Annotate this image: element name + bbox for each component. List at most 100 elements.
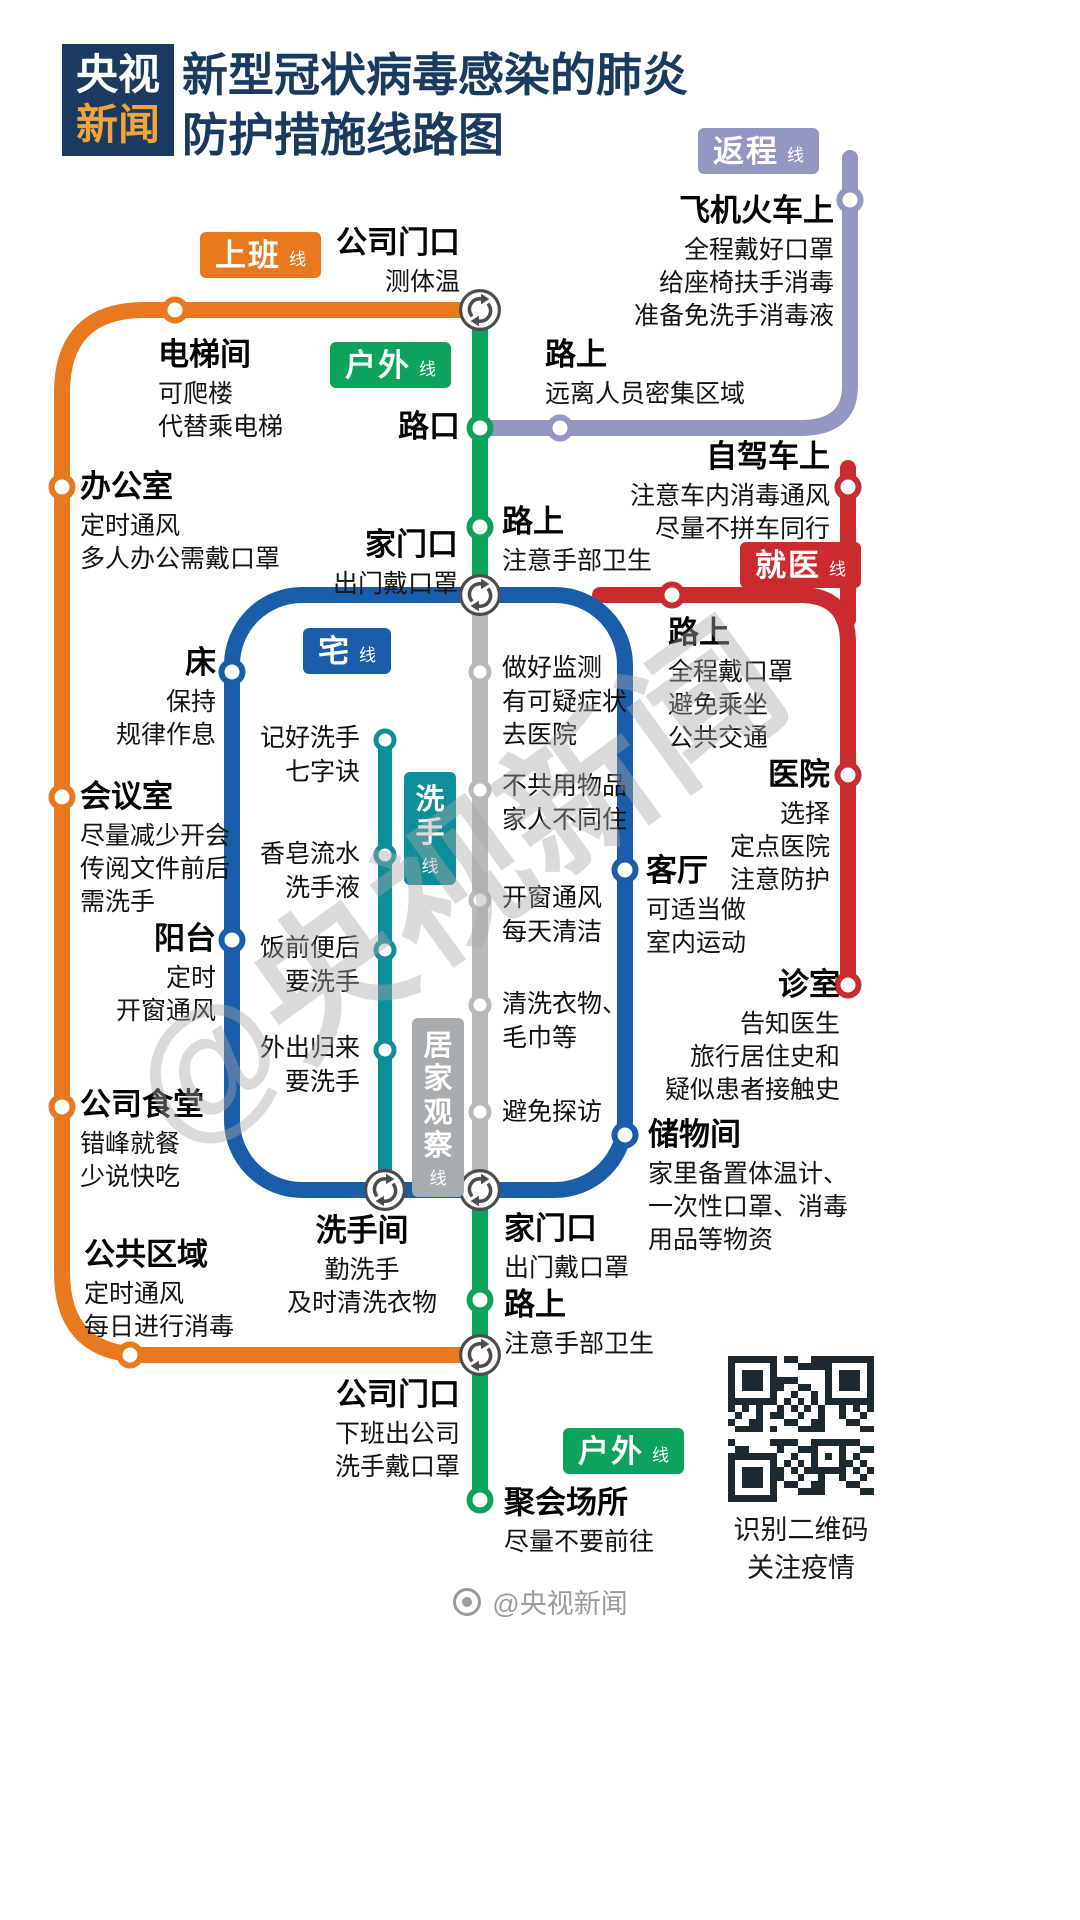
station-name: 办公室 (80, 469, 173, 504)
badge-line-jiuyi: 就医 线 (740, 542, 861, 588)
station-label-lushang-fancheng: 路上 远离人员密集区域 (545, 336, 745, 411)
qr-code (728, 1356, 874, 1502)
station-label-shitang: 公司食堂 错峰就餐 少说快吃 (80, 1086, 204, 1194)
station-sub: 出门戴口罩 (504, 1253, 630, 1282)
station-name: 公司门口 (336, 1377, 460, 1412)
station-label-xishou-3: 饭前便后 要洗手 (260, 932, 360, 999)
station-dot-lushang-fancheng (546, 414, 574, 442)
cctv-news-logo: 央视 新闻 (62, 44, 174, 156)
station-name: 医院 (768, 757, 830, 792)
station-sub: 可爬楼 代替乘电梯 (158, 379, 284, 441)
station-dot-yangtai (218, 926, 246, 954)
station-text: 香皂流水 洗手液 (259, 840, 360, 902)
station-name: 家门口 (504, 1211, 597, 1246)
station-dot-xishou-1 (373, 728, 397, 752)
station-label-zhenshi: 诊室 告知医生 旅行居住史和 疑似患者接触史 (665, 966, 840, 1108)
station-sub: 选择 定点医院 注意防护 (729, 799, 830, 895)
station-dot-yiyuan (834, 761, 862, 789)
station-label-xishou-4: 外出归来 要洗手 (260, 1032, 360, 1099)
badge-label: 返程 (713, 133, 779, 169)
badge-line-zhai: 宅 线 (303, 628, 391, 674)
station-sub: 尽量减少开会 传阅文件前后 需洗手 (80, 821, 231, 917)
station-label-guancha-3: 开窗通风 每天清洁 (502, 882, 602, 949)
station-text: 做好监测 有可疑症状 去医院 (502, 654, 628, 749)
badge-suffix: 线 (652, 1446, 669, 1465)
badge-label: 居家观察 (423, 1030, 453, 1163)
badge-suffix: 线 (787, 146, 804, 165)
station-label-guancha-5: 避免探访 (502, 1096, 602, 1130)
station-label-lushang-jiuyi: 路上 全程戴口罩 避免乘坐 公共交通 (668, 614, 793, 756)
station-name: 聚会场所 (504, 1485, 628, 1520)
station-label-bangongshi: 办公室 定时通风 多人办公需戴口罩 (80, 468, 280, 576)
station-dot-chuang (218, 658, 246, 686)
station-text: 外出归来 要洗手 (259, 1034, 360, 1096)
station-label-guancha-4: 清洗衣物、 毛巾等 (502, 988, 627, 1055)
logo-text-line1: 央视 (75, 51, 160, 99)
station-sub: 定时通风 多人办公需戴口罩 (80, 511, 281, 573)
station-dot-bangongshi (48, 473, 76, 501)
station-label-keting: 客厅 可适当做 室内运动 (646, 852, 746, 960)
station-label-dianti: 电梯间 可爬楼 代替乘电梯 (158, 336, 283, 444)
station-name: 会议室 (80, 779, 173, 814)
logo-text-line2: 新闻 (75, 101, 160, 148)
badge-suffix: 线 (359, 646, 376, 665)
station-label-guancha-1: 做好监测 有可疑症状 去医院 (502, 652, 627, 753)
station-sub: 可适当做 室内运动 (646, 895, 747, 957)
station-sub: 远离人员密集区域 (545, 379, 746, 408)
station-label-yiyuan: 医院 选择 定点医院 注意防护 (730, 756, 830, 898)
station-sub: 全程戴好口罩 给座椅扶手消毒 准备免洗手消毒液 (633, 235, 834, 331)
badge-label: 宅 (318, 633, 351, 669)
station-name: 客厅 (646, 853, 708, 888)
transfer-icon-jiamenkou-bottom (458, 1168, 502, 1212)
station-dot-xishou-3 (373, 938, 397, 962)
qr-caption: 识别二维码 关注疫情 (733, 1515, 869, 1583)
station-dot-guancha-4 (468, 993, 492, 1017)
station-sub: 家里备置体温计、 一次性口罩、消毒 用品等物资 (648, 1159, 849, 1255)
station-sub: 注意车内消毒通风 尽量不拼车同行 (629, 481, 830, 543)
station-name: 自驾车上 (706, 439, 830, 474)
station-name: 洗手间 (315, 1213, 409, 1248)
badge-suffix: 线 (421, 856, 439, 876)
station-dot-xishou-4 (373, 1038, 397, 1062)
station-sub: 注意手部卫生 (504, 1329, 655, 1358)
station-label-gonggongquyu: 公共区域 定时通风 每日进行消毒 (84, 1236, 234, 1344)
badge-label: 上班 (215, 237, 281, 273)
station-dot-huiyishi (48, 783, 76, 811)
station-text: 记好洗手 七字诀 (259, 724, 360, 786)
station-name: 路口 (398, 409, 460, 444)
station-name: 储物间 (648, 1117, 741, 1152)
station-name: 家门口 (365, 527, 458, 562)
station-sub: 定时通风 每日进行消毒 (84, 1279, 235, 1341)
station-dot-xishou-2 (373, 843, 397, 867)
badge-line-xishou: 洗手 线 (404, 772, 456, 885)
station-dot-shitang (48, 1093, 76, 1121)
station-label-xishou-2: 香皂流水 洗手液 (260, 838, 360, 905)
station-sub: 出门戴口罩 (332, 569, 458, 598)
station-label-gongsimenkou-bottom: 公司门口 下班出公司 洗手戴口罩 (335, 1376, 460, 1484)
cctv-news-mini-logo-icon (453, 1587, 482, 1616)
station-name: 公司门口 (336, 225, 460, 260)
footer-credit-text: @央视新闻 (492, 1589, 628, 1619)
station-dot-zijiache (834, 473, 862, 501)
station-dot-juhuichangsuo (466, 1486, 494, 1514)
station-label-juhuichangsuo: 聚会场所 尽量不要前往 (504, 1484, 654, 1559)
station-dot-guancha-5 (468, 1100, 492, 1124)
badge-line-fancheng: 返程 线 (698, 128, 819, 174)
badge-label: 户外 (578, 1433, 644, 1469)
badge-label: 洗手 (415, 784, 445, 850)
transfer-icon-gongsimenkou-bottom (458, 1333, 502, 1377)
station-name: 飞机火车上 (679, 193, 834, 228)
station-label-zijiache: 自驾车上 注意车内消毒通风 尽量不拼车同行 (630, 438, 830, 546)
station-name: 路上 (504, 1287, 566, 1322)
station-sub: 下班出公司 洗手戴口罩 (334, 1419, 460, 1481)
line-jiuyi-path (592, 587, 856, 993)
station-label-guancha-2: 不共用物品 家人不同住 (502, 770, 627, 837)
station-name: 电梯间 (158, 337, 251, 372)
badge-label: 户外 (345, 347, 411, 383)
station-dot-feijihuoche (836, 186, 864, 214)
station-text: 开窗通风 每天清洁 (502, 884, 603, 946)
page-title: 新型冠状病毒感染的肺炎 防护措施线路图 (182, 49, 688, 161)
station-dot-gonggongquyu (116, 1341, 144, 1369)
badge-line-shangban: 上班 线 (200, 232, 321, 278)
